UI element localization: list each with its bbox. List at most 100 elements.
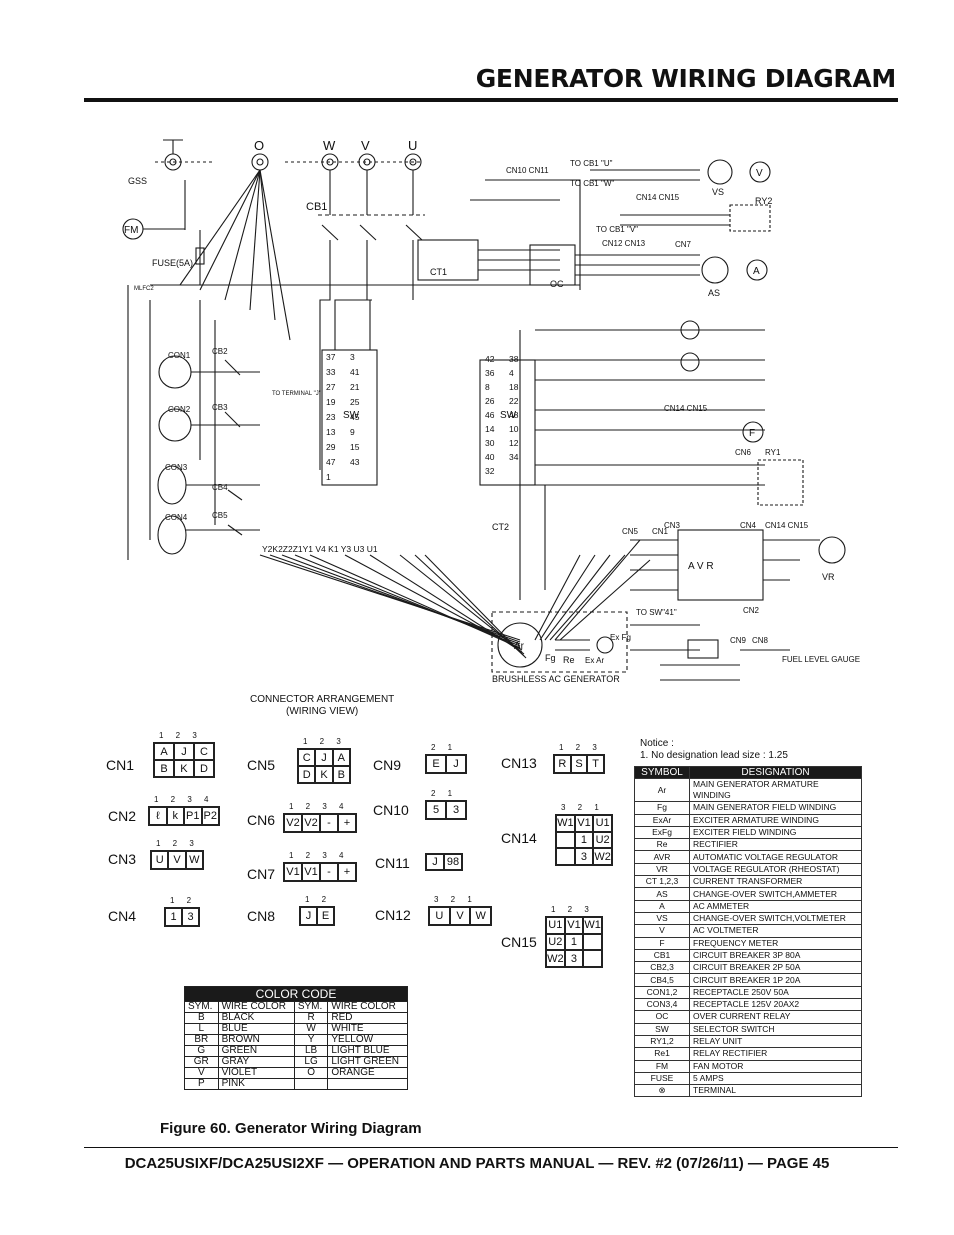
notice-title: Notice : — [640, 738, 674, 749]
fg-label: Fg — [545, 653, 556, 663]
sw-terminal: 21 — [350, 382, 360, 392]
as-label: AS — [708, 288, 720, 298]
connector-cell: W — [185, 851, 203, 869]
color-code-table: COLOR CODE SYM. WIRE COLOR SYM. WIRE COL… — [184, 986, 408, 1090]
symbol-cell: SW — [634, 1022, 690, 1036]
designation-cell: RECEPTACLE 125V 20AX2 — [689, 998, 862, 1012]
connector-cell: - — [320, 814, 338, 832]
connector-cell: 3 — [564, 950, 584, 967]
designation-cell: CHANGE-OVER SWITCH,VOLTMETER — [689, 911, 862, 926]
connector-label: CN4 — [108, 908, 137, 924]
sw-terminal: 29 — [326, 442, 336, 452]
connector-cell: T — [587, 755, 604, 773]
sw-terminal: 22 — [509, 396, 519, 406]
vs-label: VS — [712, 187, 724, 197]
symbol-cell: Fg — [634, 801, 690, 815]
connector-cell: - — [320, 863, 338, 881]
title-rule — [84, 98, 898, 102]
designation-cell: FREQUENCY METER — [689, 936, 862, 950]
connector-cell: V — [168, 851, 186, 869]
sw-terminal: 13 — [326, 427, 336, 437]
to-cb1-w: TO CB1 "W" — [570, 179, 614, 188]
exar-label: Ex Ar — [585, 656, 604, 665]
connector-cell: U2 — [593, 831, 612, 849]
fuse-label: FUSE(5A) — [152, 258, 193, 268]
color-sym — [293, 1078, 329, 1090]
sw-terminal: 19 — [326, 397, 336, 407]
connector-label: CN5 — [247, 757, 276, 773]
term-w: W — [323, 138, 336, 153]
designation-cell: CURRENT TRANSFORMER — [689, 875, 862, 889]
sw-terminal: 40 — [485, 452, 495, 462]
symbol-cell: Ar — [634, 778, 690, 803]
sw-terminal: 34 — [509, 452, 519, 462]
footer-rule — [84, 1147, 898, 1148]
connector-cell: J — [173, 743, 194, 760]
symbol-cell: FM — [634, 1059, 690, 1073]
designation-cell: RECTIFIER — [689, 838, 862, 852]
connector-pin-numbers: 1 2 3 — [156, 839, 199, 848]
designation-cell: AUTOMATIC VOLTAGE REGULATOR — [689, 850, 862, 864]
connector-pin-numbers: 3 2 1 — [434, 895, 477, 904]
connector-cell: J — [315, 749, 333, 766]
connector-cell: E — [317, 907, 334, 925]
ct1-label: CT1 — [430, 267, 447, 277]
connector-pin-numbers: 2 1 — [431, 743, 458, 752]
designation-cell: EXCITER ARMATURE WINDING — [689, 813, 862, 827]
symbol-cell: AVR — [634, 850, 690, 864]
connector-cell: V2 — [302, 814, 320, 832]
ry1-label: RY1 — [765, 448, 781, 457]
designation-header: DESIGNATION — [689, 765, 862, 780]
cc-header: WIRE COLOR — [327, 1001, 408, 1013]
color-name: GRAY — [217, 1056, 295, 1068]
re-label: Re — [563, 655, 575, 665]
cn12-label: CN12 CN13 — [602, 239, 646, 248]
connector-cell: J — [300, 907, 317, 925]
connector-cell: W1 — [583, 917, 602, 934]
connector-label: CN15 — [501, 934, 537, 950]
symbol-cell: OC — [634, 1010, 690, 1024]
cc-header: SYM. — [293, 1001, 329, 1013]
vr-label: VR — [822, 572, 835, 582]
connector-cell: W1 — [556, 815, 575, 832]
connector-cell: V — [449, 907, 471, 925]
symbol-cell: CT 1,2,3 — [634, 875, 690, 889]
connector-pin-numbers: 1 2 3 4 — [289, 851, 349, 860]
symbol-cell: A — [634, 899, 690, 913]
ar-label: Ar — [514, 641, 525, 652]
connector-cell: 1 — [564, 933, 584, 951]
cc-header: WIRE COLOR — [217, 1001, 295, 1013]
connector-cell: E — [426, 755, 446, 773]
color-name: BLACK — [217, 1012, 295, 1024]
connector-pin-numbers: 3 2 1 — [561, 803, 604, 812]
connector-arrangement-line2: (WIRING VIEW) — [286, 706, 359, 717]
connector-pin-numbers: 1 2 3 4 — [289, 802, 349, 811]
sw-terminal: 26 — [485, 396, 495, 406]
designation-cell: TERMINAL — [689, 1084, 862, 1098]
color-sym: W — [293, 1023, 329, 1035]
cb1-label: CB1 — [306, 201, 327, 213]
connector-cell: U — [429, 907, 450, 925]
notice-text: 1. No designation lead size : 1.25 — [640, 750, 788, 761]
connector-label: CN6 — [247, 812, 276, 828]
symbol-cell: ⊗ — [634, 1084, 690, 1098]
connector-cell: J — [446, 755, 466, 773]
mlfc-label: MLFC2 — [134, 286, 154, 292]
a-meter-label: A — [753, 266, 760, 277]
